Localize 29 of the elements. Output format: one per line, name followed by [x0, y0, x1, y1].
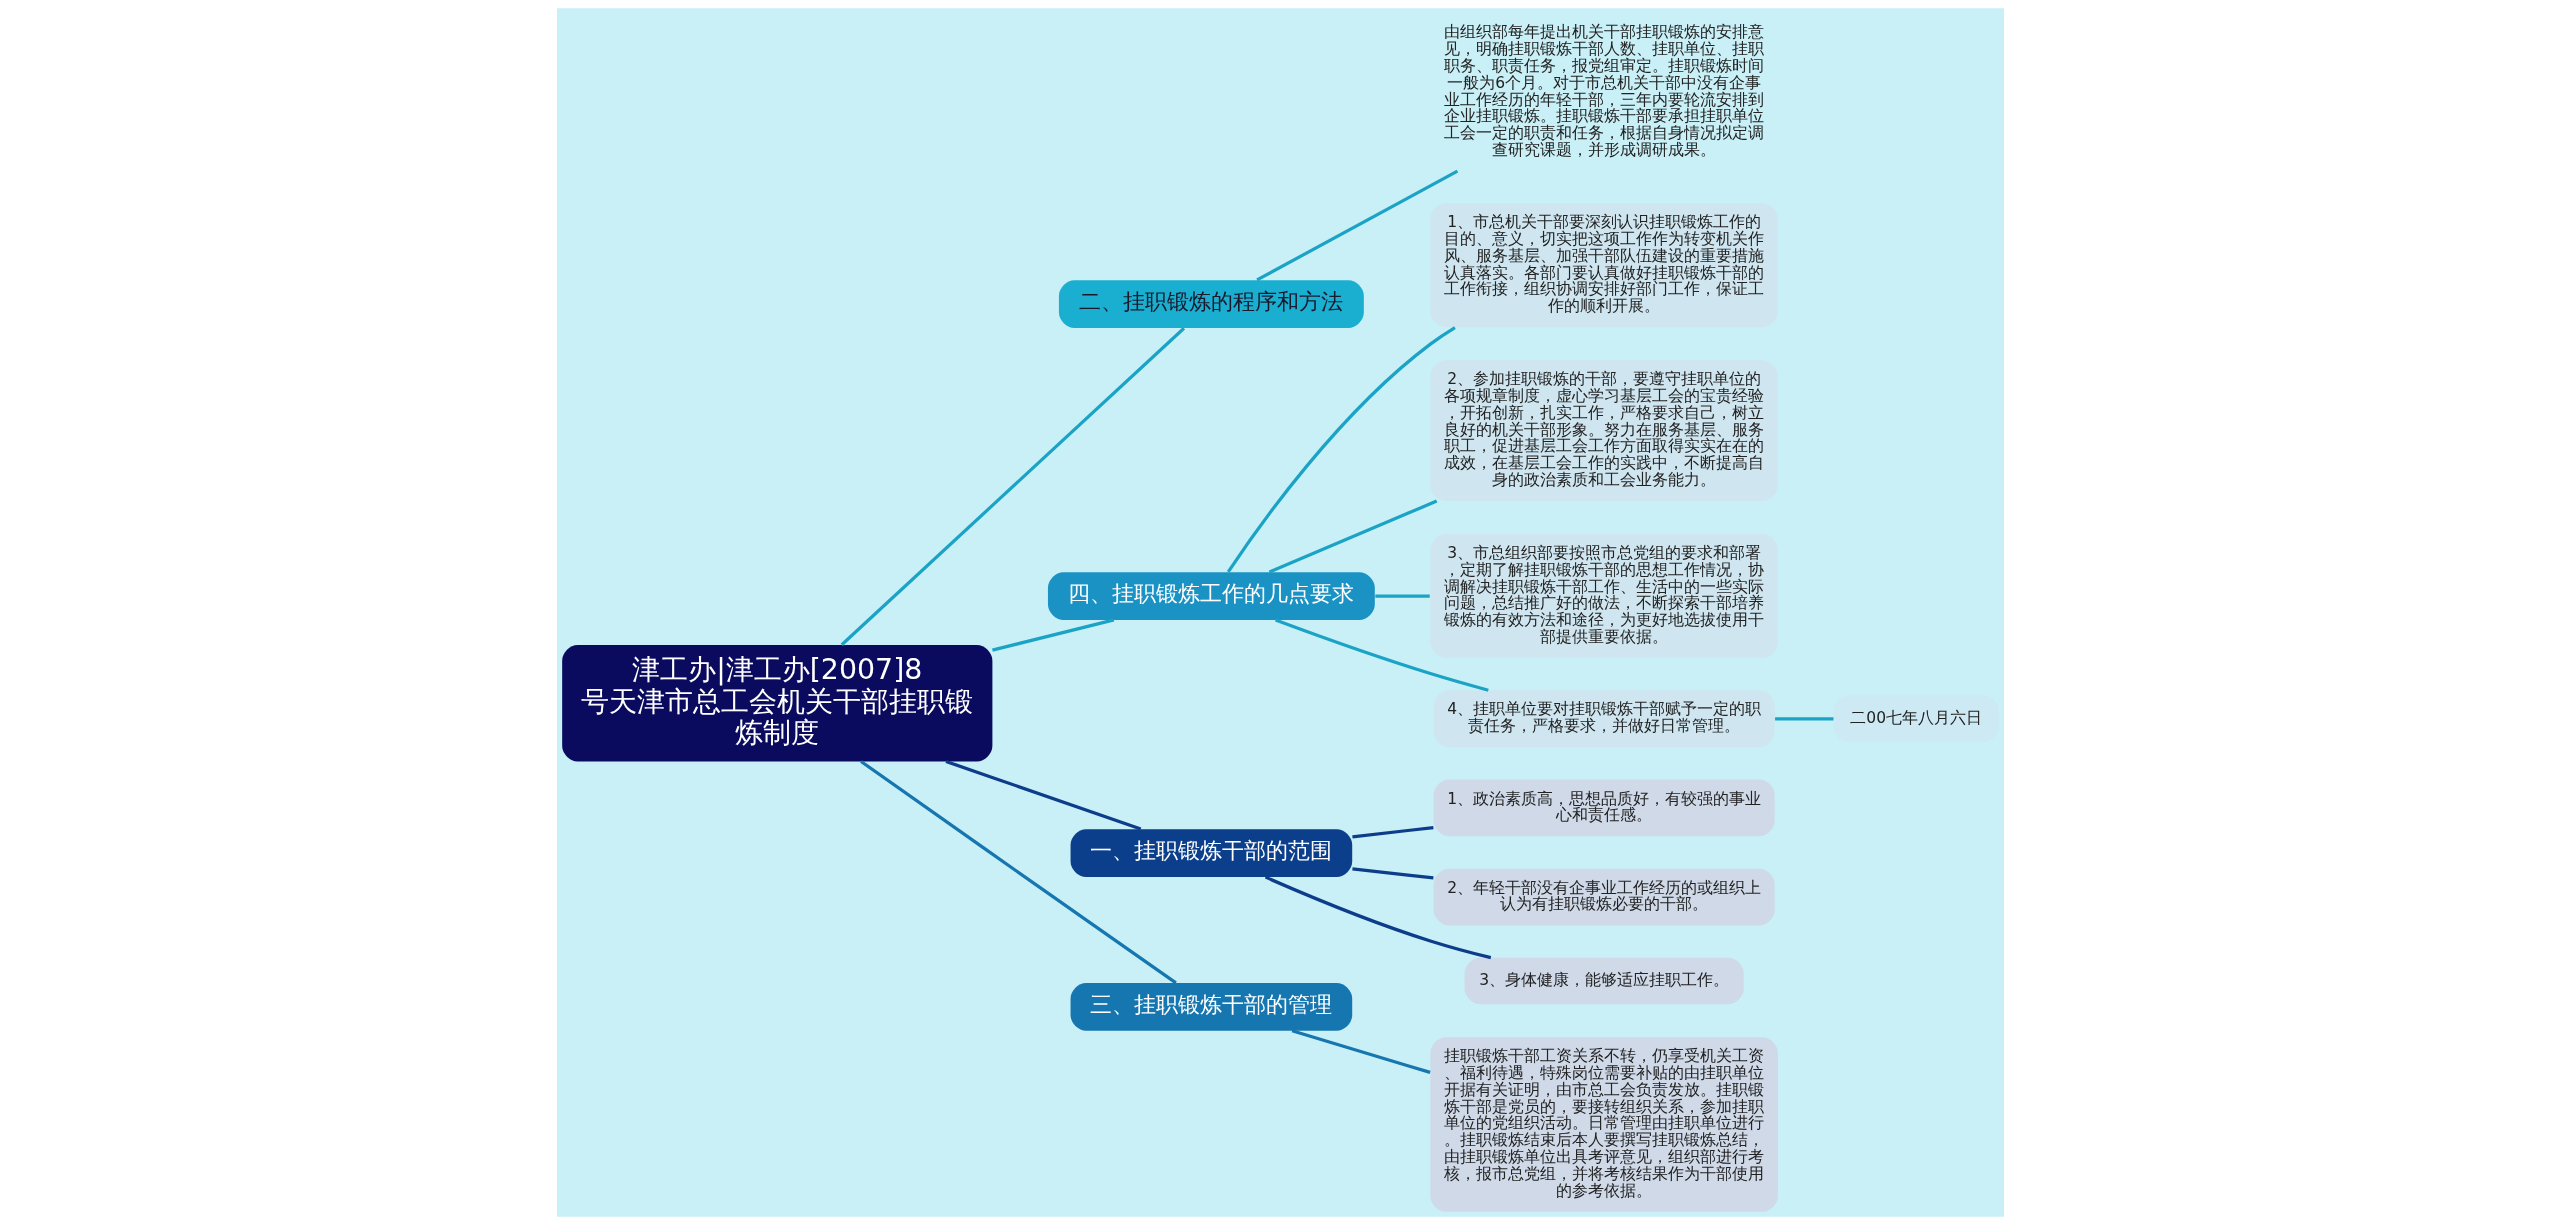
- connector: [1774, 717, 1833, 721]
- connector: [859, 760, 1177, 985]
- node-box: 二、挂职锻炼的程序和方法: [1058, 280, 1364, 328]
- node-box: 4、挂职单位要对挂职锻炼干部赋予一定的职责任务，严格要求，并做好日常管理。: [1433, 690, 1775, 748]
- node-box: 一、挂职锻炼干部的范围: [1070, 829, 1352, 878]
- node-box: 挂职锻炼干部工资关系不转，仍享受机关工资、福利待遇，特殊岗位需要补贴的由挂职单位开据有关证明，由市总工会负责发放。挂职锻炼干部是党员的，要接转组织关系，参加挂职单位的党组织活动。日常管理由挂职单位进行。挂职锻炼结束后本人要撰写挂职锻炼总结，由挂职锻炼单位出具考评意见，组织部进行考核，报市总党组，并将考核结果作为干部使用的参考依据。: [1429, 1037, 1778, 1212]
- connector: [1351, 867, 1434, 880]
- node-box: 四、挂职锻炼工作的几点要求: [1047, 572, 1375, 620]
- node-text: 由组织部每年提出机关干部挂职锻炼的安排意见，明确挂职锻炼干部人数、挂职单位、挂职职务、职责任务，报党组审定。挂职锻炼时间一般为6个月。对于市总机关干部中没有企事业工作经历的年轻干部，三年内要轮流安排到企业挂职锻炼。挂职锻炼干部要承担挂职单位工会一定的职责和任务，根据自身情况拟定调查研究课题，并形成调研成果。: [1443, 23, 1764, 159]
- node-box: 津工办|津工办[2007]8号天津市总工会机关干部挂职锻炼制度: [561, 645, 992, 762]
- node-box: 三、挂职锻炼干部的管理: [1070, 982, 1352, 1031]
- connector: [1374, 594, 1430, 598]
- connector: [1226, 326, 1456, 573]
- node-box: 二00七年八月六日: [1832, 695, 1999, 742]
- connector: [840, 327, 1185, 646]
- node-box: 2、参加挂职锻炼的干部，要遵守挂职单位的各项规章制度，虚心学习基层工会的宝贵经验，开拓创新，扎实工作，严格要求自己，树立良好的机关干部形象。努力在服务基层、服务职工，促进基层工会工作方面取得实实在在的成效，在基层工会工作的实践中，不断提高自身的政治素质和工会业务能力。: [1429, 360, 1778, 502]
- connector: [1264, 875, 1491, 960]
- node-box: 2、年轻干部没有企事业工作经历的或组织上认为有挂职锻炼必要的干部。: [1433, 868, 1775, 926]
- connector: [1268, 499, 1437, 574]
- node-box: 3、市总组织部要按照市总党组的要求和部署，定期了解挂职锻炼干部的思想工作情况，协调解决挂职锻炼干部工作、生活中的一些实际问题，总结推广好的做法，不断探索干部培养锻炼的有效方法和途径，为更好地选拔使用干部提供重要依据。: [1429, 534, 1778, 659]
- connector: [1291, 1029, 1431, 1074]
- node-box: 1、政治素质高，思想品质好，有较强的事业心和责任感。: [1433, 779, 1775, 837]
- node-box: 3、身体健康，能够适应挂职工作。: [1464, 957, 1744, 1005]
- connector: [1351, 825, 1434, 839]
- connector: [945, 759, 1141, 831]
- connector: [1274, 618, 1489, 692]
- node-box: 1、市总机关干部要深刻认识挂职锻炼工作的目的、意义，切实把这项工作作为转变机关作风、服务基层、加强干部队伍建设的重要措施认真落实。各部门要认真做好挂职锻炼干部的工作衔接，组织协调安排好部门工作，保证工作的顺利开展。: [1429, 203, 1778, 328]
- connector: [991, 618, 1114, 652]
- connector: [1255, 169, 1458, 282]
